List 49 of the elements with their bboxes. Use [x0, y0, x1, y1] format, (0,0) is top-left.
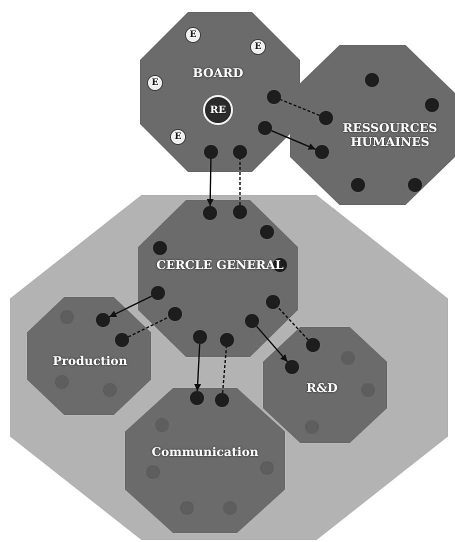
member-dot	[315, 145, 329, 159]
arrow	[109, 295, 152, 318]
member-dot	[215, 393, 229, 407]
member-dot	[319, 111, 333, 125]
circle-region	[138, 200, 298, 357]
member-dot	[365, 73, 379, 87]
arrow	[271, 130, 316, 150]
arrow	[194, 344, 202, 392]
dashed-line	[222, 346, 228, 394]
member-dot	[153, 241, 167, 255]
member-dot	[245, 314, 259, 328]
circle-title: Communication	[150, 445, 260, 459]
arrow	[256, 326, 288, 362]
member-dot	[258, 121, 272, 135]
circle-title: Production	[52, 354, 128, 368]
dashed-line	[128, 316, 169, 338]
member-dot	[168, 307, 182, 321]
dashed-line	[280, 98, 320, 116]
member-dot	[96, 313, 110, 327]
member-dot	[408, 178, 422, 192]
member-badge: E	[170, 129, 186, 145]
member-badge: E	[147, 75, 163, 91]
member-dot	[267, 90, 281, 104]
circle-title: BOARD	[192, 66, 244, 80]
member-dot	[425, 98, 439, 112]
circle-title: CERCLE GENERAL	[155, 258, 285, 272]
member-dot	[203, 206, 217, 220]
dashed-line	[277, 306, 309, 340]
member-dot	[233, 145, 247, 159]
member-badge: E	[185, 27, 201, 43]
member-badge: E	[250, 39, 266, 55]
member-dot	[260, 225, 274, 239]
member-dot	[204, 145, 218, 159]
dashed-line	[239, 159, 241, 205]
member-dot	[190, 391, 204, 405]
circle-title: R&D	[305, 381, 339, 395]
member-dot	[220, 333, 234, 347]
arrow	[206, 158, 214, 206]
member-dot	[351, 178, 365, 192]
member-dot	[285, 360, 299, 374]
member-dot	[266, 295, 280, 309]
member-dot	[151, 286, 165, 300]
member-dot	[193, 330, 207, 344]
role-badge: RE	[203, 95, 233, 125]
member-dot	[306, 338, 320, 352]
circle-region	[27, 297, 151, 415]
member-dot	[115, 333, 129, 347]
circle-title: RESSOURCES HUMAINES	[342, 121, 438, 149]
member-dot	[233, 205, 247, 219]
